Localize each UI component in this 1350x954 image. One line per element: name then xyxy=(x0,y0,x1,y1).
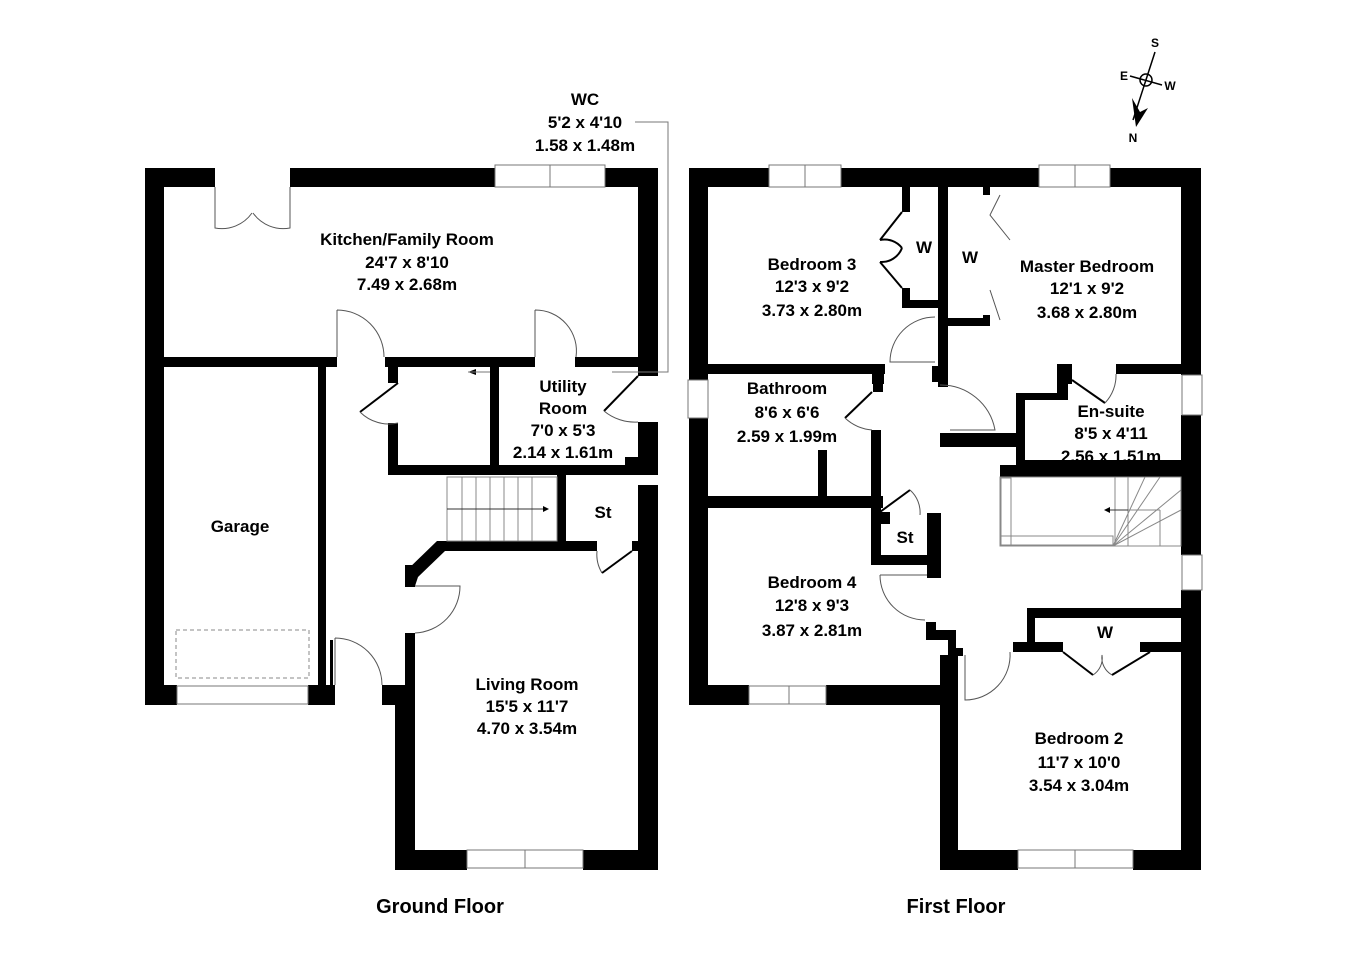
ensuite-imperial: 8'5 x 4'11 xyxy=(1074,424,1147,443)
living-name: Living Room xyxy=(476,675,579,694)
bedroom4-imperial: 12'8 x 9'3 xyxy=(775,596,849,615)
kitchen-name: Kitchen/Family Room xyxy=(320,230,494,249)
bedroom3-name: Bedroom 3 xyxy=(768,255,857,274)
first-stairs xyxy=(999,476,1182,547)
first-store-name: St xyxy=(897,528,914,547)
compass-south-label: S xyxy=(1151,36,1159,50)
bathroom-metric: 2.59 x 1.99m xyxy=(737,427,837,446)
bedroom2-name: Bedroom 2 xyxy=(1035,729,1124,748)
bathroom-door[interactable] xyxy=(844,391,873,419)
master-door[interactable] xyxy=(939,384,996,431)
ground-floor-plan: Kitchen/Family Room 24'7 x 8'10 7.49 x 2… xyxy=(145,90,669,918)
living-imperial: 15'5 x 11'7 xyxy=(486,697,569,716)
bedroom3-door[interactable] xyxy=(889,316,936,363)
first-floor-plan: Bedroom 3 12'3 x 9'2 3.73 x 2.80m W W Ma… xyxy=(687,164,1203,918)
living-metric: 4.70 x 3.54m xyxy=(477,719,577,738)
utility-door[interactable] xyxy=(534,309,577,358)
master-imperial: 12'1 x 9'2 xyxy=(1050,279,1124,298)
compass-north-label: N xyxy=(1129,131,1138,145)
garage-door xyxy=(176,685,309,705)
master-wardrobe-doors[interactable] xyxy=(989,194,1011,321)
master-wardrobe-label: W xyxy=(962,248,979,267)
compass-east-label: E xyxy=(1120,69,1128,83)
front-door[interactable] xyxy=(334,637,383,686)
wc-name: WC xyxy=(571,90,599,109)
wc-door[interactable] xyxy=(603,375,639,412)
utility-metric: 2.14 x 1.61m xyxy=(513,443,613,462)
bedroom2-wardrobe-label: W xyxy=(1097,623,1114,642)
ground-store-name: St xyxy=(595,503,612,522)
cupboard-door[interactable] xyxy=(359,382,399,413)
bedroom2-imperial: 11'7 x 10'0 xyxy=(1038,753,1121,772)
utility-name-line2: Room xyxy=(539,399,587,418)
utility-name-line1: Utility xyxy=(539,377,587,396)
wc-metric: 1.58 x 1.48m xyxy=(535,136,635,155)
master-name: Master Bedroom xyxy=(1020,257,1154,276)
bedroom4-door[interactable] xyxy=(879,574,927,621)
kitchen-imperial: 24'7 x 8'10 xyxy=(365,253,449,272)
store-door[interactable] xyxy=(601,550,633,574)
bathroom-name: Bathroom xyxy=(747,379,827,398)
ensuite-name: En-suite xyxy=(1077,402,1144,421)
ensuite-metric: 2.56 x 1.51m xyxy=(1061,447,1161,466)
living-room-door[interactable] xyxy=(414,585,461,634)
bedroom2-door[interactable] xyxy=(964,651,1011,701)
compass-icon: S E W N xyxy=(1120,36,1176,145)
bathroom-window xyxy=(687,379,709,419)
garage-name: Garage xyxy=(211,517,270,536)
bedroom3-metric: 3.73 x 2.80m xyxy=(762,301,862,320)
bedroom3-wardrobe-label: W xyxy=(916,238,933,257)
landing-window xyxy=(1181,554,1203,591)
bedroom3-wardrobe-doors[interactable] xyxy=(879,247,903,289)
master-metric: 3.68 x 2.80m xyxy=(1037,303,1137,322)
first-floor-title: First Floor xyxy=(907,896,1006,918)
bedroom2-metric: 3.54 x 3.04m xyxy=(1029,776,1129,795)
garage-door-outline xyxy=(175,629,310,679)
utility-imperial: 7'0 x 5'3 xyxy=(531,421,596,440)
ensuite-window xyxy=(1181,374,1203,416)
wc-imperial: 5'2 x 4'10 xyxy=(548,113,622,132)
bedroom3-imperial: 12'3 x 9'2 xyxy=(775,277,849,296)
compass-west-label: W xyxy=(1164,79,1176,93)
patio-door-right[interactable] xyxy=(252,187,291,230)
first-store-door[interactable] xyxy=(879,489,911,513)
bedroom4-name: Bedroom 4 xyxy=(768,573,857,592)
bedroom2-wardrobe-doors[interactable] xyxy=(1062,651,1151,676)
bedroom4-window xyxy=(748,685,827,705)
ground-floor-title: Ground Floor xyxy=(376,896,504,918)
patio-door-left[interactable] xyxy=(214,187,253,230)
kitchen-metric: 7.49 x 2.68m xyxy=(357,275,457,294)
kitchen-door[interactable] xyxy=(336,309,385,358)
bedroom4-metric: 3.87 x 2.81m xyxy=(762,621,862,640)
bathroom-imperial: 8'6 x 6'6 xyxy=(755,403,820,422)
ground-stairs xyxy=(446,476,558,542)
ensuite-door[interactable] xyxy=(1071,379,1106,404)
